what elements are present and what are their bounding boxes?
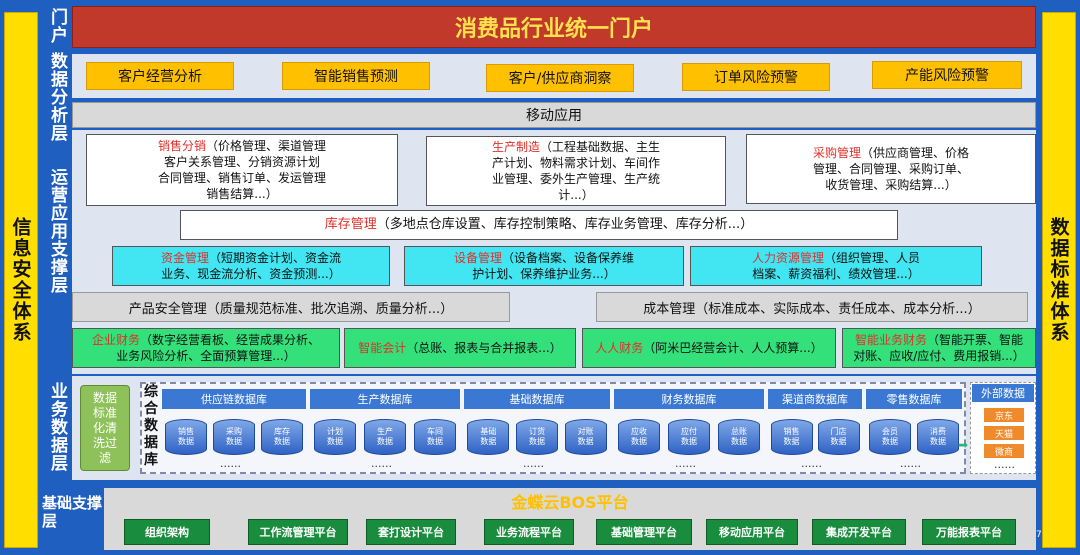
db-cylinder[interactable]: 销售 数据 [165, 419, 207, 455]
db-group-header[interactable]: 渠道商数据库 [768, 389, 862, 409]
db-cylinder[interactable]: 生产 数据 [364, 419, 406, 455]
db-ellipsis: ...... [675, 457, 696, 470]
ops-hr-desc: （组织管理、人员 档案、薪资福利、绩效管理...） [752, 251, 921, 281]
data-cleaning-box[interactable]: 数据 标准 化清 洗过 滤 [80, 385, 130, 471]
ops-manufacturing-box[interactable]: 生产制造（工程基础数据、主生 产计划、物料需求计划、车间作 业管理、委外生产管理… [426, 136, 726, 206]
db-ellipsis: ...... [523, 457, 544, 470]
ops-amoeba-desc: （阿米巴经营会计、人人预算...） [643, 341, 823, 355]
db-ellipsis: ...... [900, 457, 921, 470]
mobile-app-bar[interactable]: 移动应用 [72, 102, 1036, 128]
ops-purchasing-desc: （供应商管理、价格 管理、合同管理、采购订单、 收货管理、采购结算...） [812, 146, 970, 192]
db-cylinder[interactable]: 采购 数据 [213, 419, 255, 455]
external-item-jd[interactable]: 京东 [984, 408, 1024, 422]
analysis-item-customer[interactable]: 客户经营分析 [86, 62, 234, 90]
ops-hr-title: 人力资源管理 [751, 251, 824, 265]
ops-product-safety-box[interactable]: 产品安全管理（质量规范标准、批次追溯、质量分析...） [72, 292, 510, 322]
analysis-item-capacity-risk[interactable]: 产能风险预警 [872, 61, 1022, 89]
db-cylinder[interactable]: 对账 数据 [564, 419, 607, 455]
ops-funds-desc: （短期资金计划、资金流 业务、现金流分析、资金预测...） [161, 251, 342, 281]
ops-amoeba-title: 人人财务 [595, 341, 644, 355]
db-cylinder[interactable]: 会员 数据 [869, 419, 911, 455]
db-cylinder[interactable]: 总账 数据 [718, 419, 760, 455]
ops-corp-finance-title: 企业财务 [91, 333, 140, 347]
db-cylinder[interactable]: 门店 数据 [817, 419, 860, 455]
arrow-right-icon: ➡ [958, 438, 969, 452]
ops-funds-box[interactable]: 资金管理（短期资金计划、资金流 业务、现金流分析、资金预测...） [112, 246, 390, 286]
db-group-header[interactable]: 基础数据库 [464, 389, 610, 409]
db-cylinder[interactable]: 库存 数据 [261, 419, 303, 455]
ops-corp-finance-box[interactable]: 企业财务（数字经营看板、经营成果分析、 业务风险分析、全面预算管理...） [72, 328, 340, 368]
info-security-label: 信息安全体系 [9, 217, 32, 343]
page-number: 7 [1036, 530, 1042, 540]
db-ellipsis: ...... [801, 457, 822, 470]
external-data-title: 外部数据 [972, 384, 1034, 402]
analysis-item-insight[interactable]: 客户/供应商洞察 [486, 64, 634, 92]
layer-data: 业务数据层 [47, 382, 67, 472]
ops-amoeba-box[interactable]: 人人财务（阿米巴经营会计、人人预算...） [582, 328, 836, 368]
portal-title: 消费品行业统一门户 [72, 6, 1036, 48]
ops-equipment-desc: （设备档案、设备保养维 护计划、保养维护业务...） [472, 251, 635, 281]
db-group-header[interactable]: 零售数据库 [866, 389, 962, 409]
ops-inventory-box[interactable]: 库存管理（多地点仓库设置、库存控制策略、库存业务管理、库存分析...） [180, 210, 898, 240]
db-cylinder[interactable]: 消费 数据 [917, 419, 959, 455]
external-item-weishang[interactable]: 微商 [984, 444, 1024, 458]
bos-item-mobile[interactable]: 移动应用平台 [706, 519, 798, 545]
ops-equipment-box[interactable]: 设备管理（设备档案、设备保养维 护计划、保养维护业务...） [404, 246, 684, 286]
ops-funds-title: 资金管理 [160, 251, 209, 265]
ops-smart-accounting-title: 智能会计 [358, 341, 407, 355]
ops-manufacturing-desc: （工程基础数据、主生 产计划、物料需求计划、车间作 业管理、委外生产管理、生产统… [491, 140, 661, 202]
bos-item-print[interactable]: 套打设计平台 [366, 519, 456, 545]
db-group-header[interactable]: 财务数据库 [614, 389, 764, 409]
bos-item-integration[interactable]: 集成开发平台 [812, 519, 906, 545]
ops-sales-title: 销售分销 [157, 139, 206, 153]
layer-base: 基础支撑层 [42, 494, 103, 530]
bos-item-process[interactable]: 业务流程平台 [484, 519, 574, 545]
db-group-header[interactable]: 生产数据库 [310, 389, 460, 409]
db-cylinder[interactable]: 订货 数据 [516, 419, 558, 455]
ops-inventory-title: 库存管理 [324, 217, 377, 232]
analysis-item-sales-forecast[interactable]: 智能销售预测 [282, 62, 430, 90]
layer-portal: 门户 [47, 8, 67, 44]
ops-smart-accounting-box[interactable]: 智能会计（总账、报表与合并报表...） [344, 328, 576, 368]
db-cylinder[interactable]: 应付 数据 [668, 419, 710, 455]
db-cylinder[interactable]: 基础 数据 [467, 419, 510, 455]
ops-purchasing-box[interactable]: 采购管理（供应商管理、价格 管理、合同管理、采购订单、 收货管理、采购结算...… [746, 134, 1036, 204]
db-cylinder[interactable]: 销售 数据 [770, 419, 813, 455]
ops-smart-finance-box[interactable]: 智能业务财务（智能开票、智能 对账、应收/应付、费用报销...） [842, 328, 1036, 368]
data-standard-label: 数据标准体系 [1047, 217, 1070, 343]
data-standard-column: 数据标准体系 [1042, 12, 1076, 548]
ops-inventory-desc: （多地点仓库设置、库存控制策略、库存业务管理、库存分析...） [376, 217, 754, 232]
ops-cost-box[interactable]: 成本管理（标准成本、实际成本、责任成本、成本分析...） [596, 292, 1028, 322]
ops-purchasing-title: 采购管理 [812, 146, 861, 160]
db-cylinder[interactable]: 计划 数据 [314, 419, 356, 455]
db-group-header[interactable]: 供应链数据库 [162, 389, 306, 409]
ops-sales-box[interactable]: 销售分销（价格管理、渠道管理 客户关系管理、分销资源计划 合同管理、销售订单、发… [86, 134, 398, 206]
ops-sales-desc: （价格管理、渠道管理 客户关系管理、分销资源计划 合同管理、销售订单、发运管理 … [157, 139, 327, 201]
info-security-column: 信息安全体系 [4, 12, 38, 548]
integrated-db-label: 综合数据库 [144, 384, 158, 468]
bos-item-base-mgmt[interactable]: 基础管理平台 [596, 519, 692, 545]
db-ellipsis: ...... [220, 457, 241, 470]
layer-analysis: 数据分析层 [47, 52, 67, 142]
ops-manufacturing-title: 生产制造 [491, 140, 540, 154]
data-cleaning-label: 数据 标准 化清 洗过 滤 [92, 390, 117, 465]
bos-item-org[interactable]: 组织架构 [124, 519, 210, 545]
db-cylinder[interactable]: 车间 数据 [414, 419, 456, 455]
ops-corp-finance-desc: （数字经营看板、经营成果分析、 业务风险分析、全面预算管理...） [116, 333, 321, 363]
external-ellipsis: ...... [994, 458, 1015, 471]
bos-item-report[interactable]: 万能报表平台 [922, 519, 1016, 545]
ops-equipment-title: 设备管理 [453, 251, 502, 265]
layer-ops: 运营应用支撑层 [47, 168, 67, 294]
db-cylinder[interactable]: 应收 数据 [618, 419, 660, 455]
ops-hr-box[interactable]: 人力资源管理（组织管理、人员 档案、薪资福利、绩效管理...） [690, 246, 982, 286]
analysis-item-order-risk[interactable]: 订单风险预警 [682, 63, 830, 91]
external-item-tmall[interactable]: 天猫 [984, 426, 1024, 440]
ops-smart-accounting-desc: （总账、报表与合并报表...） [406, 341, 562, 355]
db-ellipsis: ...... [371, 457, 392, 470]
bos-title: 金蝶云BOS平台 [511, 493, 629, 512]
bos-item-workflow[interactable]: 工作流管理平台 [248, 519, 348, 545]
ops-smart-finance-desc: （智能开票、智能 对账、应收/应付、费用报销...） [853, 333, 1025, 363]
ops-smart-finance-title: 智能业务财务 [854, 333, 927, 347]
